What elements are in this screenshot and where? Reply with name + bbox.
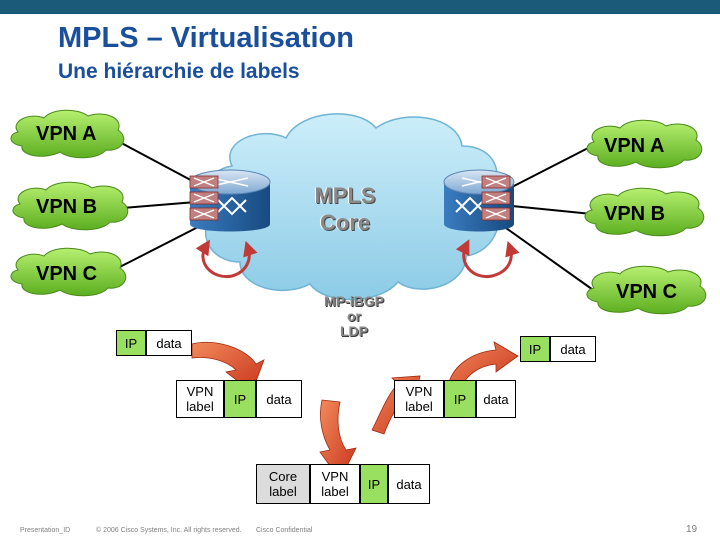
vpn-cloud-icon — [10, 109, 125, 159]
vpn-a-left-label: VPN A — [36, 123, 97, 145]
vpn-b-right-label: VPN B — [604, 203, 666, 225]
protocol-label: MP-iBGP or LDP — [318, 294, 390, 339]
top-bar — [0, 0, 720, 14]
packet-1-data: data — [146, 330, 192, 356]
curved-arrow-icon — [195, 239, 258, 279]
core-line-2: Core — [319, 210, 371, 235]
vpn-cloud-icon — [10, 247, 127, 297]
vpn-cloud-icon — [586, 265, 707, 315]
curved-arrow-icon — [455, 239, 520, 279]
vpn-b-left-label: VPN B — [36, 196, 98, 218]
packet-4-vpn-line-2: label — [405, 399, 433, 414]
vpn-c-left-label: VPN C — [36, 263, 98, 285]
packet-2-data: data — [256, 380, 302, 418]
packet-3-core-line-2: label — [269, 484, 297, 499]
vpn-cloud-icon — [12, 181, 129, 231]
packet-2-ip: IP — [224, 380, 256, 418]
packet-2-vpn-label: VPN label — [176, 380, 224, 418]
footer-copyright: © 2006 Cisco Systems, Inc. All rights re… — [96, 527, 242, 534]
page-title: MPLS – Virtualisation — [58, 22, 354, 54]
core-line-1: MPLS — [314, 183, 376, 208]
vpn-a-right-label: VPN A — [604, 135, 665, 157]
connection-lines — [109, 137, 597, 293]
vpn-c-right-label: VPN C — [616, 281, 678, 303]
packet-4-ip: IP — [444, 380, 476, 418]
protocol-line-3: LDP — [340, 323, 368, 339]
packet-3-ip: IP — [360, 464, 388, 504]
page-number: 19 — [686, 524, 698, 535]
label-switch-icon — [189, 175, 219, 221]
packet-4-vpn-line-1: VPN — [405, 384, 433, 399]
packet-3-core-label: Core label — [256, 464, 310, 504]
packet-3-vpn-line-2: label — [321, 484, 349, 499]
protocol-line-2: or — [347, 308, 361, 324]
packet-3-vpn-line-1: VPN — [321, 469, 349, 484]
packet-2-vpn-line-2: label — [186, 399, 214, 414]
mpls-core-label: MPLS Core — [300, 182, 390, 236]
packet-3-core-line-1: Core — [268, 469, 298, 484]
curved-arrow-icon — [447, 341, 519, 393]
packet-5-ip: IP — [520, 336, 550, 362]
packet-3-vpn-label: VPN label — [310, 464, 360, 504]
page-subtitle: Une hiérarchie de labels — [58, 60, 300, 83]
label-switch-icon — [481, 175, 511, 221]
packet-2-vpn-line-1: VPN — [186, 384, 214, 399]
packet-5-data: data — [550, 336, 596, 362]
vpn-cloud-icon — [584, 187, 705, 237]
packet-4-data: data — [476, 380, 516, 418]
packet-3-data: data — [388, 464, 430, 504]
protocol-line-1: MP-iBGP — [324, 293, 384, 309]
packet-4-vpn-label: VPN label — [394, 380, 444, 418]
footer-presentation-id: Presentation_ID — [20, 527, 71, 534]
packet-1-ip: IP — [116, 330, 146, 356]
footer-confidential: Cisco Confidential — [256, 527, 313, 534]
vpn-cloud-icon — [586, 119, 703, 169]
